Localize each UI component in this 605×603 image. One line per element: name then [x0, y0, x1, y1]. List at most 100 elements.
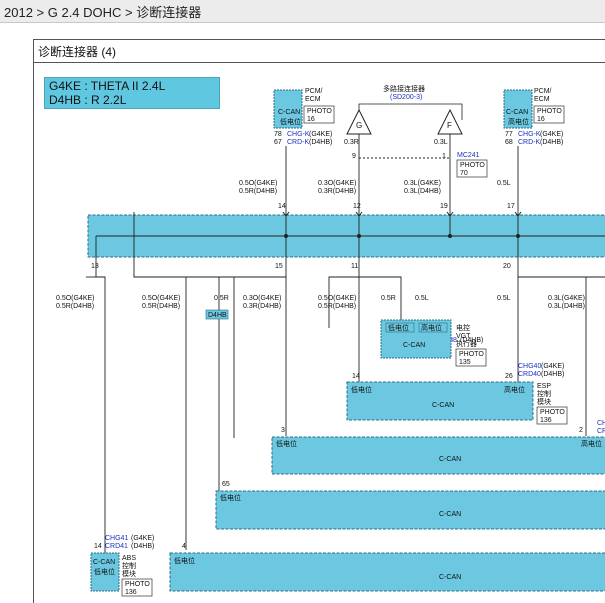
crd88-eng: (D4HB) — [460, 337, 483, 344]
wire-a-bottom: 0.5R(D4HB) — [56, 303, 94, 310]
engine-line-d4hb: D4HB : R 2.2L — [49, 93, 127, 107]
row5-can: C-CAN — [439, 574, 461, 581]
abs-code2[interactable]: CRD41 — [105, 543, 128, 550]
top-wire-labels: 0.3R 0.3L 9 1 MC241 PHOTO 70 0.5O(G4KE) … — [239, 139, 515, 210]
crd88-label1: 电控 — [456, 323, 470, 332]
pcm-right-eng1: (G4KE) — [540, 131, 563, 138]
pcm-left-pin2: 67 — [274, 139, 282, 146]
crd88-photo2: 135 — [459, 359, 471, 366]
bus-top-pin-19: 19 — [440, 203, 448, 210]
abs-pin-r: 4 — [182, 543, 186, 550]
wire-f-spec: 0.5R — [381, 295, 396, 302]
abs-label2: 控制 — [122, 561, 136, 570]
esp-module-connector: CHG40 (G4KE) CRD40 (D4HB) 14 26 低电位 高电位 … — [346, 363, 568, 425]
abs-code1[interactable]: CHG41 — [105, 535, 128, 542]
esp-label2: 控制 — [537, 389, 551, 398]
wire-b-bottom: 0.5R(D4HB) — [142, 303, 180, 310]
pin-f-number: 1 — [442, 153, 446, 160]
wire-e-bottom: 0.5R(D4HB) — [318, 303, 356, 310]
lower-wire-labels: 0.5O(G4KE) 0.5R(D4HB) 0.5O(G4KE) 0.5R(D4… — [56, 295, 585, 320]
pcm-right-conn2[interactable]: CRD-K — [518, 139, 540, 146]
esp-code2[interactable]: CRD40 — [518, 371, 541, 378]
diagram-frame: 诊断连接器 (4) G4KE : THETA II 2.4L D4HB : R … — [33, 39, 605, 603]
multi-conn-title: 多路接连接器 — [383, 84, 425, 93]
wire2-top: 0.3O(G4KE) — [318, 180, 357, 187]
abs-module-connector: CHG41 (G4KE) 14 CRD41 (D4HB) 4 C-CAN 低电位… — [90, 535, 186, 597]
multi-conn-code[interactable]: (SD200-3) — [390, 94, 422, 101]
vgt-actuator-connector: 5 4 CRD88 (D4HB) 低电位 高电位 C-CAN 电控 VGT 执行… — [380, 319, 487, 367]
wire3-bottom: 0.3L(D4HB) — [404, 188, 441, 195]
breadcrumb[interactable]: 2012 > G 2.4 DOHC > 诊断连接器 — [4, 5, 202, 20]
wire1-bottom: 0.5R(D4HB) — [239, 188, 277, 195]
pcm-right-pin2: 68 — [505, 139, 513, 146]
abs-tag2: 低电位 — [94, 567, 115, 576]
joint-connector-bus — [87, 211, 605, 258]
crd88-photo1: PHOTO — [459, 351, 484, 358]
bus-bottom-pin-11: 11 — [351, 263, 358, 270]
engine-info-box: G4KE : THETA II 2.4L D4HB : R 2.2L — [44, 77, 220, 109]
pcm-right-conn1[interactable]: CHG-K — [518, 131, 541, 138]
esp-pin-l: 14 — [352, 373, 360, 380]
esp-high: 高电位 — [504, 385, 525, 394]
pin-g-label: G — [356, 121, 362, 130]
pcm-left-eng1: (G4KE) — [309, 131, 332, 138]
pcm-right-connector: C-CAN 高电位 PCM/ ECM PHOTO 16 77 CHG-K (G4… — [503, 88, 565, 146]
wire-c-spec: 0.5R — [214, 295, 229, 302]
pcm-left-tag2: 低电位 — [280, 117, 301, 126]
esp-can: C-CAN — [432, 402, 454, 409]
esp-label3: 模块 — [537, 397, 551, 406]
crd88-can: C-CAN — [403, 342, 425, 349]
pcm-right-pin1: 77 — [505, 131, 513, 138]
mc241-code[interactable]: MC241 — [457, 152, 480, 159]
lower-wires — [86, 212, 605, 560]
abs-eng1: (G4KE) — [131, 535, 154, 542]
wire-b-top: 0.5O(G4KE) — [142, 295, 181, 302]
wire-d-bottom: 0.3R(D4HB) — [243, 303, 281, 310]
multiplex-connector: 多路接连接器 (SD200-3) G F — [346, 84, 463, 135]
wire3-top: 0.3L(G4KE) — [404, 180, 441, 187]
pcm-right-tag2: 高电位 — [508, 117, 529, 126]
bus-top-pin-17: 17 — [507, 203, 515, 210]
can-row-3: 3 2 CH CR 低电位 高电位 C-CAN — [271, 420, 605, 475]
row3-can: C-CAN — [439, 456, 461, 463]
mc241-photo2: 70 — [460, 170, 468, 177]
engine-line-g4ke: G4KE : THETA II 2.4L — [49, 79, 166, 93]
esp-pin-r: 26 — [505, 373, 513, 380]
wire2-bottom: 0.3R(D4HB) — [318, 188, 356, 195]
page-title: 诊断连接器 (4) — [38, 45, 117, 59]
row4-low: 低电位 — [220, 493, 241, 502]
bus-bottom-pin-20: 20 — [503, 263, 511, 270]
row3-clip2[interactable]: CR — [597, 428, 605, 435]
pcm-left-conn2[interactable]: CRD-K — [287, 139, 309, 146]
wire-a-top: 0.5O(G4KE) — [56, 295, 95, 302]
frame-title-bar: 诊断连接器 (4) — [34, 40, 605, 63]
pcm-left-pin1: 78 — [274, 131, 282, 138]
esp-eng1: (G4KE) — [541, 363, 564, 370]
top-wires — [285, 134, 519, 212]
pcm-right-photo1: PHOTO — [537, 108, 562, 115]
abs-label1: ABS — [122, 555, 136, 562]
bus-top-pin-12: 12 — [353, 203, 361, 210]
pcm-left-conn1[interactable]: CHG-K — [287, 131, 310, 138]
f-spec: 0.3L — [434, 139, 448, 146]
wire-e-top: 0.5O(G4KE) — [318, 295, 357, 302]
row3-pin-r: 2 — [579, 427, 583, 434]
pin-g-number: 9 — [352, 153, 356, 160]
breadcrumb-bar: 2012 > G 2.4 DOHC > 诊断连接器 — [0, 0, 605, 23]
pcm-left-title2: ECM — [305, 96, 321, 103]
esp-code1[interactable]: CHG40 — [518, 363, 541, 370]
pcm-left-title1: PCM/ — [305, 88, 323, 95]
esp-photo1: PHOTO — [540, 409, 565, 416]
bus-top-pin-14: 14 — [278, 203, 286, 210]
abs-eng2: (D4HB) — [131, 543, 154, 550]
row4-pin-l: 65 — [222, 481, 230, 488]
pcm-right-title1: PCM/ — [534, 88, 552, 95]
wire-g-spec: 0.5L — [415, 295, 429, 302]
row3-clip1[interactable]: CH — [597, 420, 605, 427]
row3-low: 低电位 — [276, 439, 297, 448]
crd88-label2: VGT — [456, 333, 471, 340]
esp-low: 低电位 — [351, 385, 372, 394]
esp-label1: ESP — [537, 383, 551, 390]
abs-pin-l: 14 — [94, 543, 102, 550]
wiring-diagram: C-CAN 低电位 PCM/ ECM PHOTO 16 78 CHG-K (G4… — [56, 84, 605, 597]
